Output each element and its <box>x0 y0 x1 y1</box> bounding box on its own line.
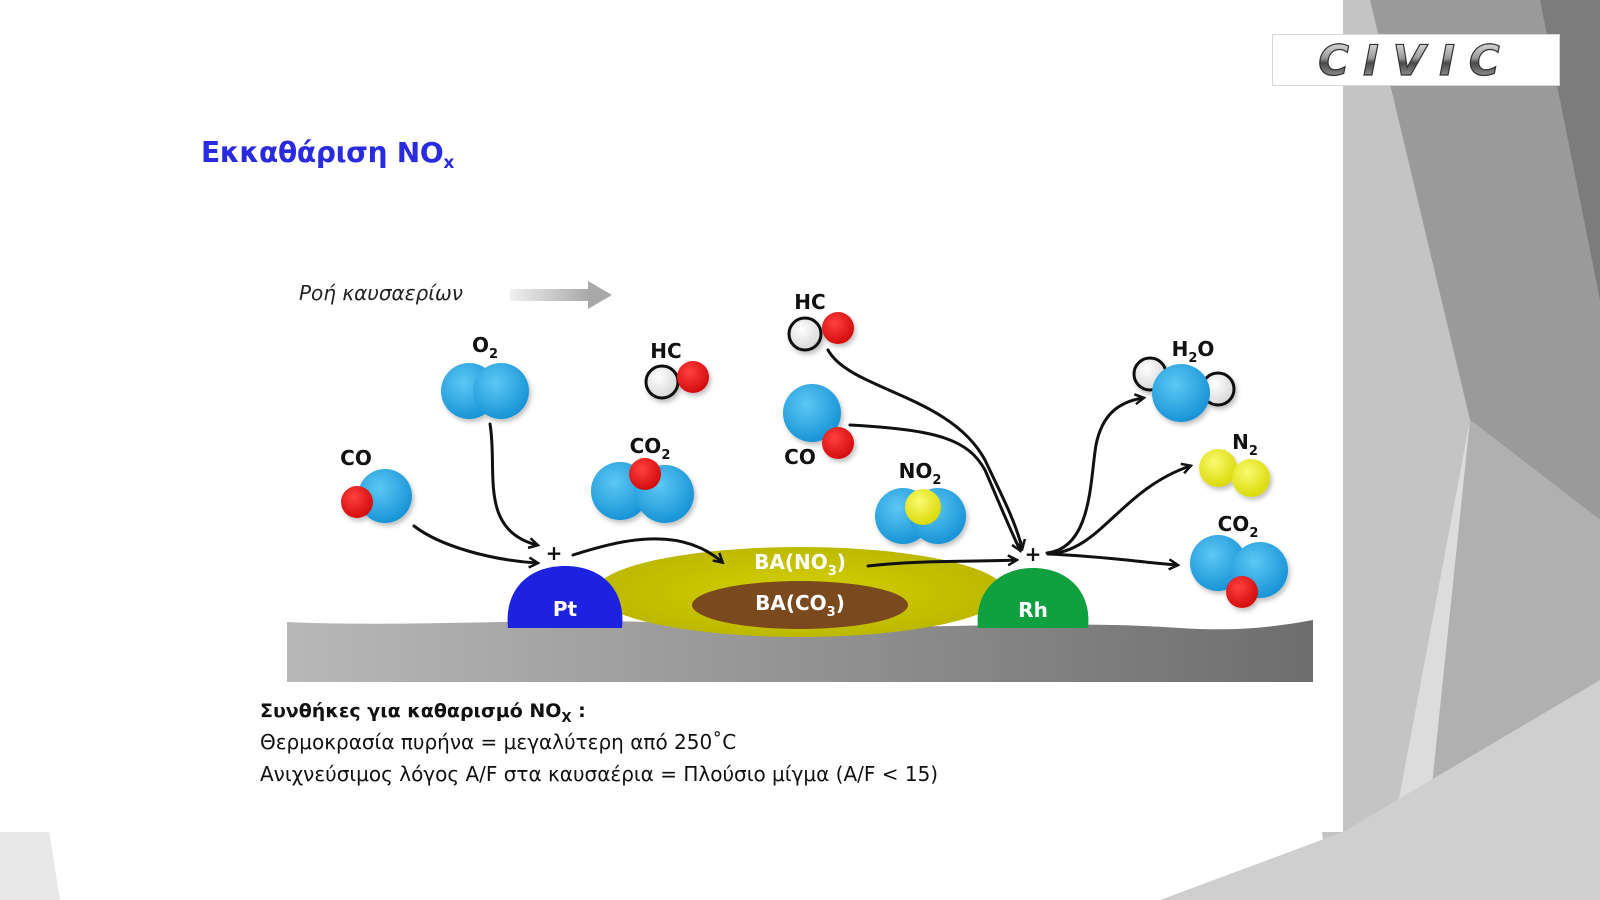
arrow-rh-to-co2 <box>1046 552 1177 565</box>
title-main: Εκκαθάριση NO <box>201 136 444 169</box>
co-molecule-left <box>341 469 412 523</box>
hc-molecule-middle <box>644 361 709 400</box>
co-label-right: CO <box>784 445 816 469</box>
n2-molecule <box>1199 449 1270 497</box>
co-molecule-right <box>783 384 854 459</box>
no2-molecule <box>875 488 966 544</box>
h2o-molecule <box>1132 356 1236 422</box>
conditions-block: Συνθήκες για καθαρισμό NOX : Θερμοκρασία… <box>260 700 1320 790</box>
condition-air-fuel-ratio: Ανιχνεύσιμος λόγος A/F στα καυσαέρια = Π… <box>260 761 939 786</box>
pt-label: Pt <box>553 597 578 621</box>
pt-plus-sign: + <box>546 541 563 565</box>
svg-text:CIVIC: CIVIC <box>1318 36 1513 85</box>
arrow-rh-to-n2 <box>1046 466 1190 556</box>
content-panel <box>0 0 1343 832</box>
pt-catalyst <box>507 566 623 628</box>
rh-label: Rh <box>1018 598 1048 622</box>
arrow-ba-to-rh <box>866 560 1016 568</box>
substrate <box>287 620 1313 682</box>
no2-label: NO2 <box>899 459 942 488</box>
rh-plus-sign: + <box>1025 542 1042 566</box>
arrow-pt-to-ba <box>571 537 722 562</box>
o2-molecule <box>441 363 529 419</box>
exhaust-flow-label: Ροή καυσαερίων <box>299 281 463 305</box>
h2o-label: H2O <box>1172 337 1215 366</box>
n2-label: N2 <box>1232 430 1258 459</box>
arrow-co-to-rh <box>848 423 1020 550</box>
conditions-title: Συνθήκες για καθαρισμό NOX : <box>260 700 586 726</box>
arrow-o2-to-pt <box>488 422 537 545</box>
title-subscript: x <box>443 153 455 173</box>
co2-label-middle: CO2 <box>630 434 671 463</box>
hc-label-middle: HC <box>650 339 681 363</box>
o2-label: O2 <box>472 333 498 362</box>
ba-no3-label: BA(NO3) <box>754 550 846 579</box>
slide-title: Εκκαθάριση NOx <box>201 136 454 173</box>
rh-catalyst <box>977 568 1089 628</box>
hc-molecule-top <box>787 312 854 352</box>
arrow-hc-to-rh <box>826 348 1022 548</box>
co-label-left: CO <box>340 446 372 470</box>
arrow-rh-to-h2o <box>1045 398 1143 555</box>
civic-logo: CIVIC <box>1272 34 1560 86</box>
hc-label-top: HC <box>794 290 825 314</box>
co2-molecule-middle <box>591 458 694 523</box>
arrow-co-to-pt <box>412 524 537 563</box>
co2-molecule-right <box>1190 535 1288 608</box>
ba-co3-label: BA(CO3) <box>755 591 845 620</box>
co2-label-right: CO2 <box>1218 512 1259 541</box>
condition-temperature: Θερμοκρασία πυρήνα = μεγαλύτερη από 250˚… <box>260 729 737 754</box>
ba-carbonate-core <box>692 581 908 629</box>
reaction-arrows <box>412 348 1190 568</box>
exhaust-flow-arrow <box>510 281 612 309</box>
